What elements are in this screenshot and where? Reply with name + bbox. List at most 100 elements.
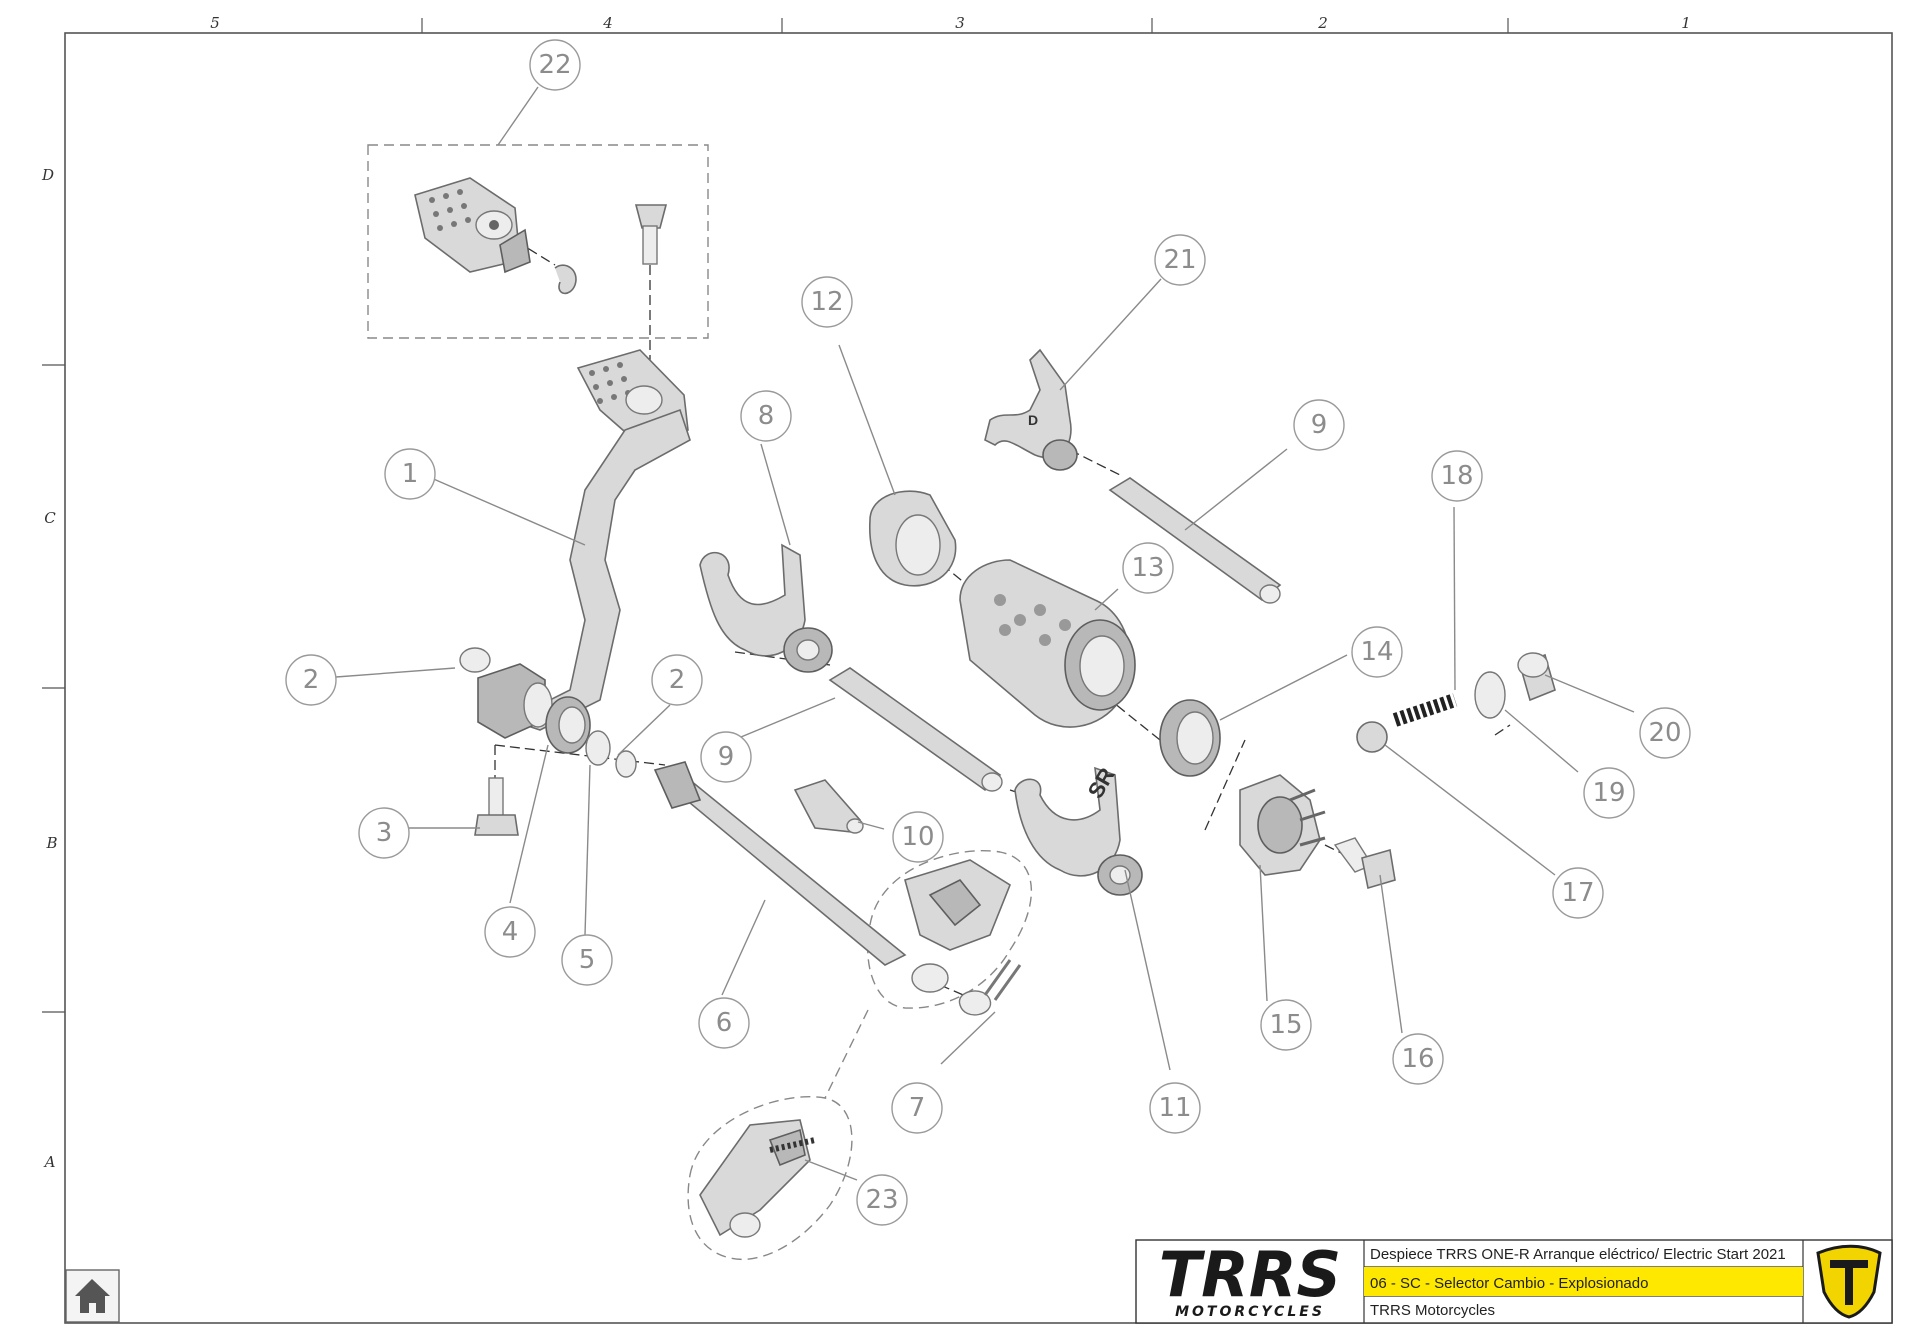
callout-20: 20: [1639, 707, 1691, 759]
svg-text:2: 2: [303, 665, 320, 695]
svg-text:18: 18: [1440, 461, 1473, 491]
callout-14: 14: [1351, 626, 1403, 678]
ball-17: [1356, 721, 1388, 753]
fork-shaft-9-lower: [828, 667, 1003, 792]
callout-8: 8: [740, 390, 792, 442]
logo-trrs: TRRS: [1159, 1238, 1341, 1311]
home-icon: [75, 1279, 110, 1313]
fork-shaft-9-upper: [1108, 477, 1282, 604]
row-label-d: D: [41, 166, 54, 184]
fork-mark-d: D: [1028, 412, 1038, 428]
svg-text:9: 9: [718, 742, 735, 772]
spring-18: [1392, 693, 1458, 727]
col-label-4: 4: [602, 14, 613, 32]
callout-3: 3: [358, 807, 410, 859]
callout-6: 6: [698, 997, 750, 1049]
svg-text:7: 7: [909, 1093, 926, 1123]
callout-18: 18: [1431, 450, 1483, 502]
row-label-c: C: [44, 509, 56, 527]
circlip-left: [459, 647, 491, 673]
title-block: TRRS MOTORCYCLES Despiece TRRS ONE-R Arr…: [1135, 1238, 1893, 1324]
callout-5: 5: [561, 934, 613, 986]
shift-fork-21: D: [984, 348, 1078, 471]
callout-2-right: 2: [651, 654, 703, 706]
svg-text:8: 8: [758, 401, 775, 431]
footpeg-kit-box: [367, 144, 709, 339]
callout-23: 23: [856, 1174, 908, 1226]
svg-text:2: 2: [669, 665, 686, 695]
callout-10: 10: [892, 811, 944, 863]
callout-19: 19: [1583, 767, 1635, 819]
svg-text:15: 15: [1269, 1010, 1302, 1040]
callout-12: 12: [801, 276, 853, 328]
bolt-3: [474, 777, 519, 836]
svg-text:3: 3: [376, 818, 393, 848]
washer-5: [585, 730, 611, 766]
svg-text:22: 22: [538, 50, 571, 80]
callout-16: 16: [1392, 1033, 1444, 1085]
selector-mechanism: [904, 859, 1011, 993]
col-label-3: 3: [955, 14, 965, 32]
col-label-2: 2: [1317, 14, 1328, 32]
svg-text:21: 21: [1163, 245, 1196, 275]
seal-4: [545, 696, 591, 754]
title-line-1: Despiece TRRS ONE-R Arranque eléctrico/ …: [1370, 1246, 1786, 1263]
bearing-14: [1159, 699, 1221, 777]
callout-1: 1: [384, 448, 436, 500]
callouts: 1 2 2 3 4 5 6 7 8 9 9 10 11 12 13 14 15 …: [285, 39, 1691, 1226]
shift-drum-13: [959, 559, 1136, 728]
selector-kit: [699, 1119, 816, 1238]
svg-text:5: 5: [579, 945, 596, 975]
logo-motorcycles: MOTORCYCLES: [1175, 1304, 1325, 1320]
spring-7: [958, 959, 1022, 1016]
home-button[interactable]: [65, 1269, 120, 1323]
star-wheel-15: [1239, 774, 1326, 876]
leader-lines: [335, 86, 1635, 1181]
svg-text:16: 16: [1401, 1044, 1434, 1074]
svg-text:20: 20: [1648, 718, 1681, 748]
callout-9-upper: 9: [1293, 399, 1345, 451]
row-label-a: A: [43, 1153, 56, 1171]
callout-22: 22: [529, 39, 581, 91]
selector-detail-outline: [866, 849, 1032, 1009]
selector-shaft: [653, 761, 907, 966]
svg-text:19: 19: [1592, 778, 1625, 808]
col-label-1: 1: [1681, 14, 1691, 32]
title-line-2: 06 - SC - Selector Cambio - Explosionado: [1370, 1275, 1648, 1292]
svg-text:17: 17: [1561, 878, 1594, 908]
pin-10: [793, 779, 864, 834]
shift-fork-11: SR: [1014, 763, 1143, 896]
footpeg-kit-parts: [414, 177, 668, 295]
callout-4: 4: [484, 906, 536, 958]
svg-text:9: 9: [1311, 410, 1328, 440]
svg-text:11: 11: [1158, 1093, 1191, 1123]
selector-kit-outline: [687, 1096, 853, 1260]
callout-15: 15: [1260, 999, 1312, 1051]
svg-text:14: 14: [1360, 637, 1393, 667]
drawing-frame: 5 4 3 2 1 D C B A: [41, 14, 1893, 1324]
callout-9-lower: 9: [700, 731, 752, 783]
svg-text:6: 6: [716, 1008, 733, 1038]
svg-text:1: 1: [402, 459, 419, 489]
col-label-5: 5: [210, 14, 220, 32]
gear-lever: [477, 349, 691, 739]
svg-text:23: 23: [865, 1185, 898, 1215]
callout-2-left: 2: [285, 654, 337, 706]
callout-13: 13: [1122, 542, 1174, 594]
svg-text:10: 10: [901, 822, 934, 852]
svg-text:13: 13: [1131, 553, 1164, 583]
bearing-12: [869, 490, 957, 587]
callout-21: 21: [1154, 234, 1206, 286]
bolt-16: [1333, 837, 1396, 890]
svg-text:12: 12: [810, 287, 843, 317]
callout-11: 11: [1149, 1082, 1201, 1134]
title-highlight-bar: [1364, 1267, 1803, 1296]
callout-7: 7: [891, 1082, 943, 1134]
plug-20: [1517, 652, 1556, 702]
trrs-emblem-icon: [1816, 1244, 1882, 1319]
shift-fork-8: [699, 543, 833, 673]
washer-19: [1474, 671, 1506, 719]
circlip-right: [615, 750, 637, 778]
row-label-b: B: [45, 834, 57, 852]
